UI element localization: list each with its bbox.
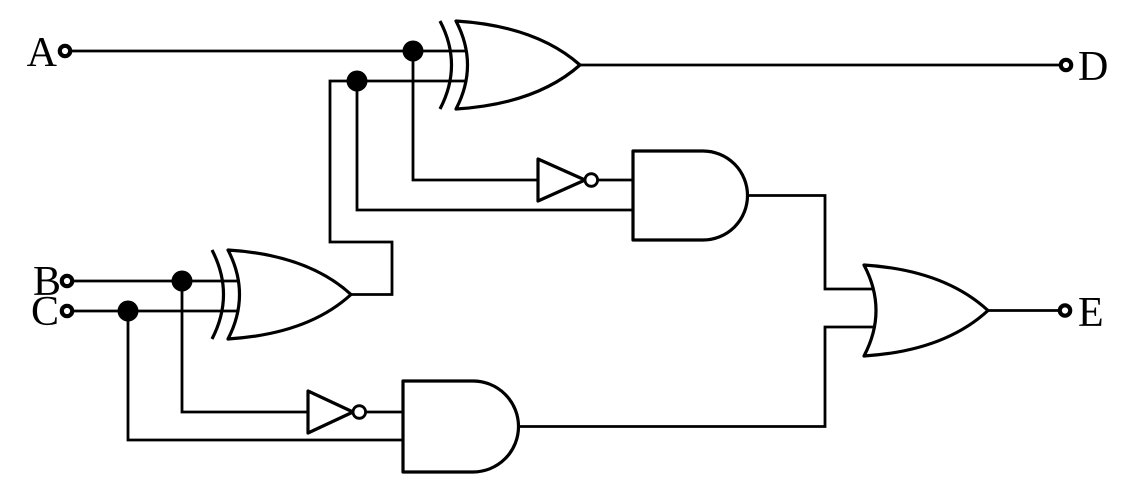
gate-and-middle xyxy=(631,149,750,242)
not-bottom-triangle xyxy=(306,389,355,435)
not-bottom-bubble xyxy=(351,404,368,420)
wire-and-bottom-to-or xyxy=(517,325,882,428)
wire-b-branch-to-not-bottom xyxy=(180,281,308,414)
terminal-output-e xyxy=(1057,303,1073,318)
output-label-e: E xyxy=(1078,290,1104,336)
gate-not-middle xyxy=(536,157,600,203)
input-label-b: B xyxy=(33,259,61,305)
terminal-output-d xyxy=(1058,57,1074,73)
terminal-input-a xyxy=(57,43,73,59)
wire-bxorc-branch-to-and-middle xyxy=(355,81,633,212)
wire-and-middle-to-or xyxy=(746,194,882,291)
wires xyxy=(65,49,1066,442)
gate-or-right xyxy=(862,263,990,358)
wire-xorleft-output-to-xortop xyxy=(328,79,470,296)
gate-xor-left xyxy=(210,248,353,341)
pin-labels: A B C D E xyxy=(27,30,1109,336)
junction-dots xyxy=(117,40,424,322)
input-label-c: C xyxy=(31,289,59,335)
junction-dot-b xyxy=(171,270,193,292)
xor-left-body xyxy=(226,248,353,341)
gates xyxy=(210,19,990,474)
terminal-input-b xyxy=(59,273,75,289)
gate-xor-top xyxy=(438,19,582,111)
input-label-a: A xyxy=(27,30,58,76)
gate-not-bottom xyxy=(306,389,368,435)
xor-top-body xyxy=(454,19,582,111)
xor-left-input-curve xyxy=(210,249,226,340)
junction-dot-bxorc xyxy=(346,70,368,92)
output-label-d: D xyxy=(1078,44,1108,90)
terminal-input-c xyxy=(59,303,75,319)
wire-c-branch-to-and-bottom xyxy=(126,311,403,442)
xor-top-input-curve xyxy=(438,20,454,110)
junction-dot-a xyxy=(402,40,424,62)
junction-dot-c xyxy=(117,300,139,322)
io-terminals xyxy=(57,43,1074,319)
wire-a-branch-to-not-middle xyxy=(411,51,538,182)
not-middle-bubble xyxy=(583,172,600,188)
not-middle-triangle xyxy=(536,157,587,203)
gate-and-bottom xyxy=(401,379,521,474)
